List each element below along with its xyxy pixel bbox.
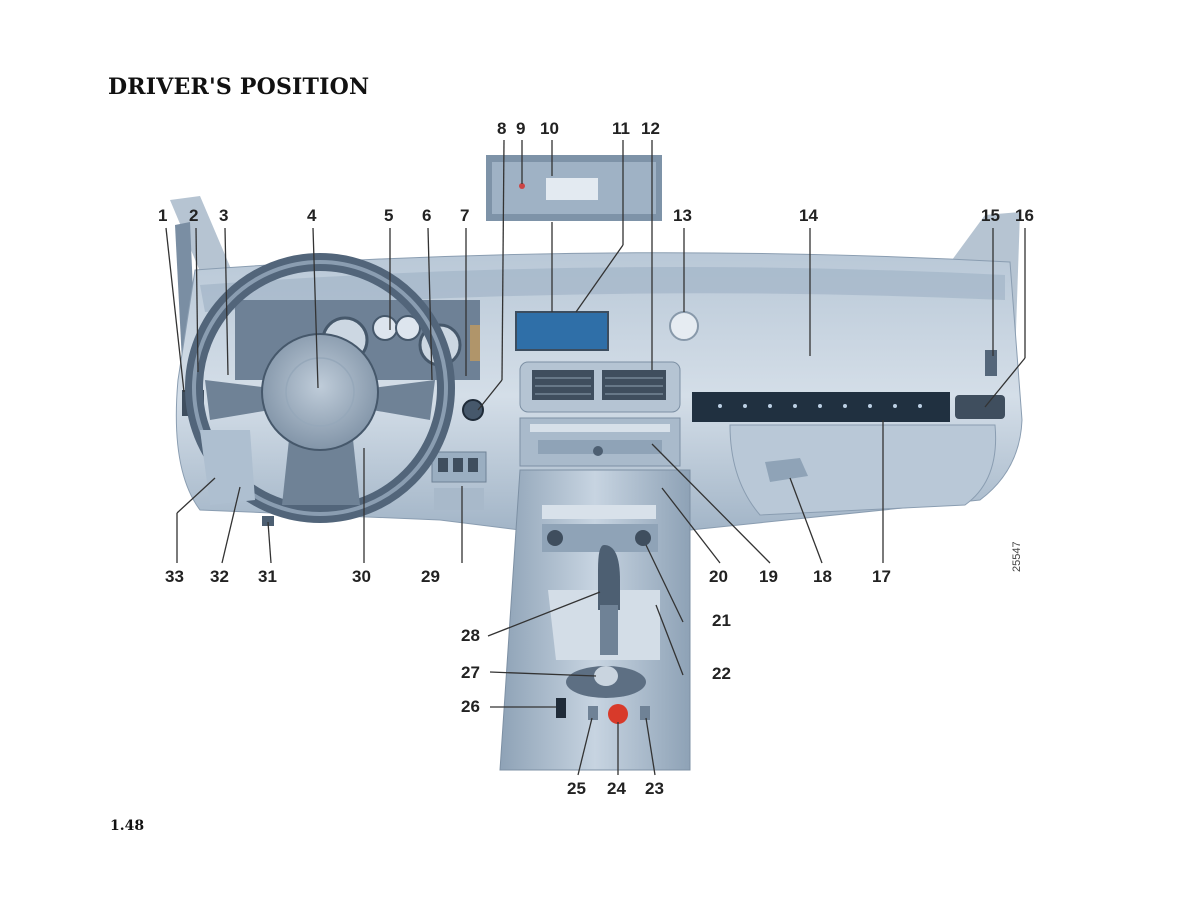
glove-box-handle — [765, 458, 808, 482]
callout-1: 1 — [158, 206, 167, 225]
start-button — [462, 399, 484, 421]
callout-5: 5 — [384, 206, 393, 225]
steering-wheel-hub — [261, 333, 379, 451]
callout-33: 33 — [165, 567, 184, 586]
callout-27: 27 — [461, 663, 480, 682]
callout-32: 32 — [210, 567, 229, 586]
lower-left-panel — [200, 430, 255, 505]
callout-15: 15 — [981, 206, 1000, 225]
navigation-joystick — [566, 666, 646, 698]
callout-19: 19 — [759, 567, 778, 586]
center-air-vents — [519, 361, 681, 413]
callout-29: 29 — [421, 567, 440, 586]
callout-24: 24 — [607, 779, 626, 798]
callout-30: 30 — [352, 567, 371, 586]
callout-21: 21 — [712, 611, 731, 630]
page-number: 1.48 — [110, 818, 145, 834]
glove-box — [729, 424, 997, 516]
steering-wheel — [185, 253, 455, 523]
hazard-warning-button — [608, 704, 628, 724]
inset-indicator-light — [519, 183, 525, 189]
callout-3: 3 — [219, 206, 228, 225]
callout-6: 6 — [422, 206, 431, 225]
central-display-screen — [515, 311, 609, 351]
callout-25: 25 — [567, 779, 586, 798]
figure-reference: 25547 — [1011, 541, 1023, 572]
callout-28: 28 — [461, 626, 480, 645]
bonnet-release — [262, 516, 274, 526]
callout-13: 13 — [673, 206, 692, 225]
gauge-small-1 — [372, 315, 398, 341]
callout-8: 8 — [497, 119, 506, 138]
callout-11: 11 — [612, 119, 630, 138]
card-slot — [556, 698, 566, 718]
leader-lines — [165, 139, 1026, 776]
page-title: DRIVER'S POSITION — [108, 74, 370, 100]
right-air-vent — [955, 395, 1005, 419]
gear-lever — [548, 545, 660, 660]
callout-17: 17 — [872, 567, 891, 586]
dashboard-clock — [669, 311, 699, 341]
climate-controls — [542, 524, 658, 552]
callout-23: 23 — [645, 779, 664, 798]
button-right — [640, 706, 650, 720]
callout-20: 20 — [709, 567, 728, 586]
callout-9: 9 — [516, 119, 525, 138]
callout-26: 26 — [461, 697, 480, 716]
callout-22: 22 — [712, 664, 731, 683]
callout-7: 7 — [460, 206, 469, 225]
lower-switch-panel — [431, 451, 487, 510]
callout-10: 10 — [540, 119, 559, 138]
gauge-small-2 — [395, 315, 421, 341]
radio-panel — [519, 417, 681, 467]
callout-4: 4 — [307, 206, 317, 225]
callout-12: 12 — [641, 119, 660, 138]
callout-numbers: 1 2 3 4 5 6 7 8 9 10 11 12 13 14 15 16 1… — [158, 119, 1034, 798]
button-left — [588, 706, 598, 720]
callout-2: 2 — [189, 206, 198, 225]
callout-14: 14 — [799, 206, 818, 225]
callout-31: 31 — [258, 567, 277, 586]
right-side-switch — [985, 350, 997, 376]
inset-detail-box — [486, 155, 662, 221]
callout-18: 18 — [813, 567, 832, 586]
callout-16: 16 — [1015, 206, 1034, 225]
